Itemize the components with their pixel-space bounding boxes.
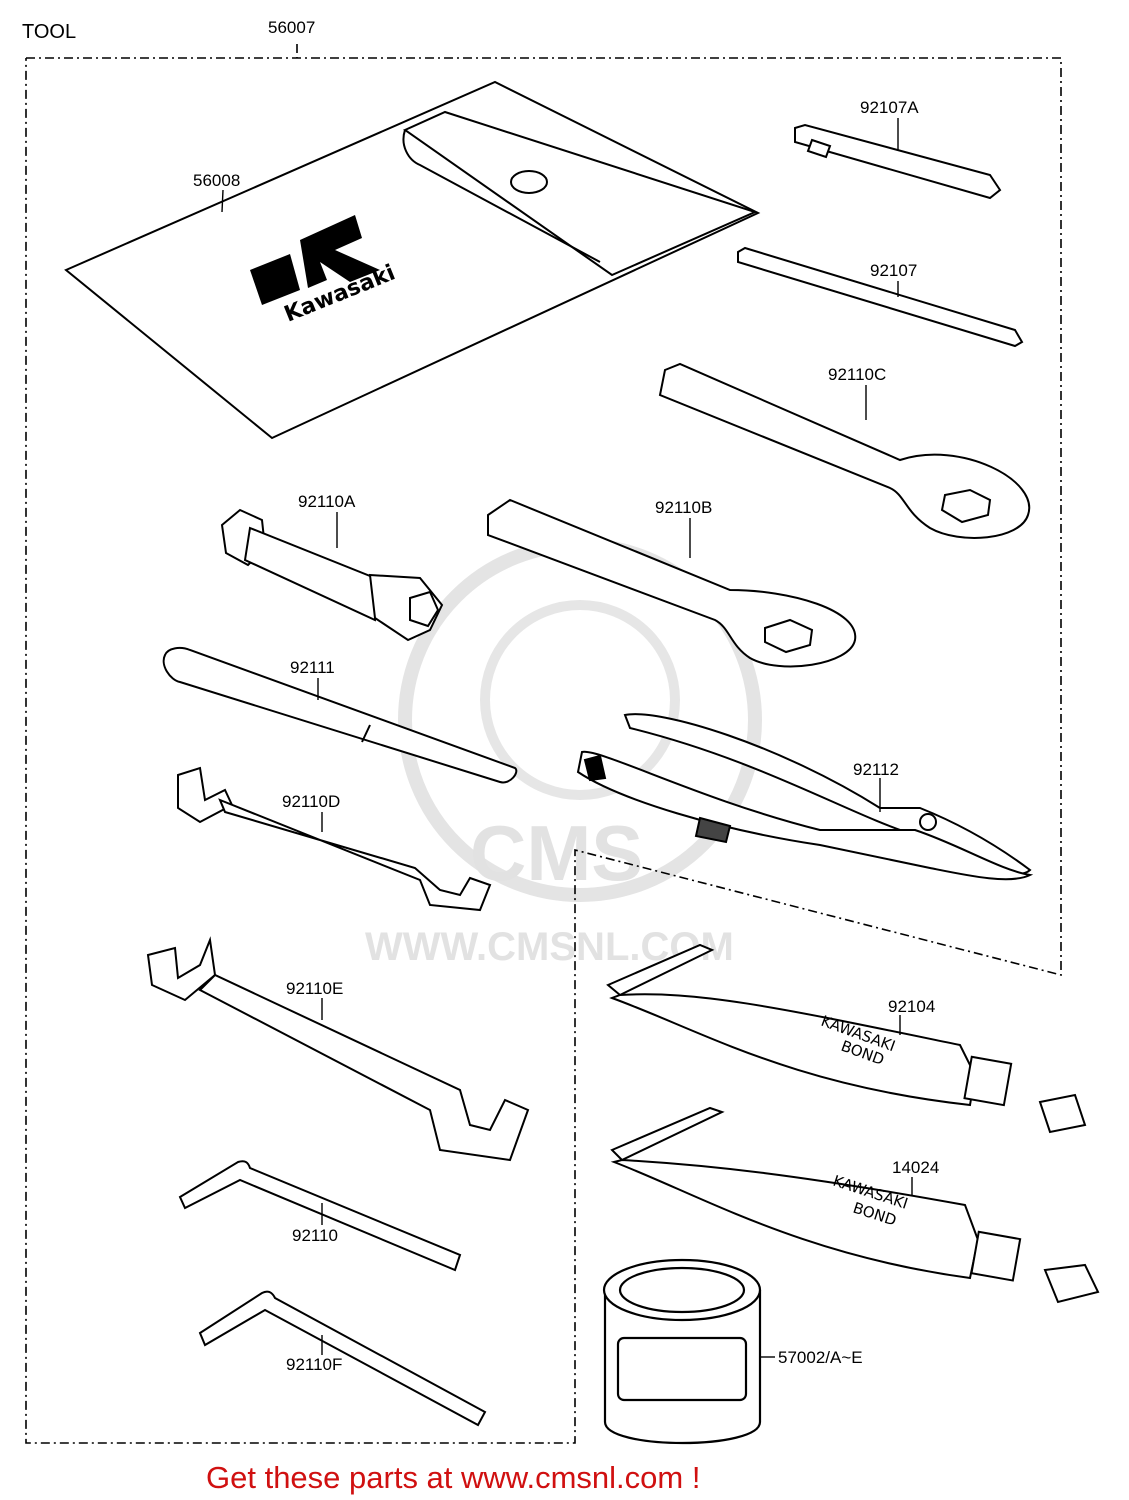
hex-key-image (178, 1160, 462, 1272)
plug-socket-image (220, 508, 444, 642)
footer-promo-link[interactable]: Get these parts at www.cmsnl.com ! (206, 1460, 700, 1495)
part-label-56008: 56008 (193, 171, 240, 190)
screwdriver-image (737, 246, 1024, 348)
part-label-92110A: 92110A (298, 492, 356, 511)
part-label-92107A: 92107A (860, 98, 919, 117)
part-label-14024: 14024 (892, 1158, 939, 1177)
assembly-label: 56007 (268, 18, 315, 37)
part-label-92110B: 92110B (655, 498, 712, 517)
part-label-92110: 92110 (292, 1226, 338, 1245)
ring-wrench-c-image (658, 362, 1031, 539)
open-wrench-d-image (177, 766, 492, 912)
part-label-92110D: 92110D (282, 792, 340, 811)
part-label-92110E: 92110E (286, 979, 343, 998)
tool-bag-image: Kawasaki (64, 80, 761, 440)
part-label-92107: 92107 (870, 261, 917, 280)
open-wrench-e-image (146, 936, 530, 1162)
assembly-bracket (25, 44, 1062, 1444)
screwdriver-bit-image (794, 123, 1002, 200)
watermark-logo-text: CMS (470, 809, 643, 897)
ring-wrench-b-image (487, 498, 857, 668)
tommy-bar-image (162, 646, 518, 784)
part-label-92110F: 92110F (286, 1355, 342, 1374)
part-label-57002: 57002/A~E (778, 1348, 863, 1367)
diagram-title: TOOL (22, 21, 76, 43)
part-label-92110C: 92110C (828, 365, 886, 384)
part-label-92104: 92104 (888, 997, 935, 1016)
grease-can-image (602, 1258, 762, 1445)
pliers-image (576, 713, 1034, 881)
bond-tube-1-image: KAWASAKI BOND (606, 943, 1087, 1134)
bond-tube-2-image: KAWASAKI BOND (610, 1106, 1100, 1304)
hex-key-f-image (198, 1290, 487, 1427)
part-label-92111: 92111 (290, 658, 335, 677)
part-label-92112: 92112 (853, 760, 899, 779)
